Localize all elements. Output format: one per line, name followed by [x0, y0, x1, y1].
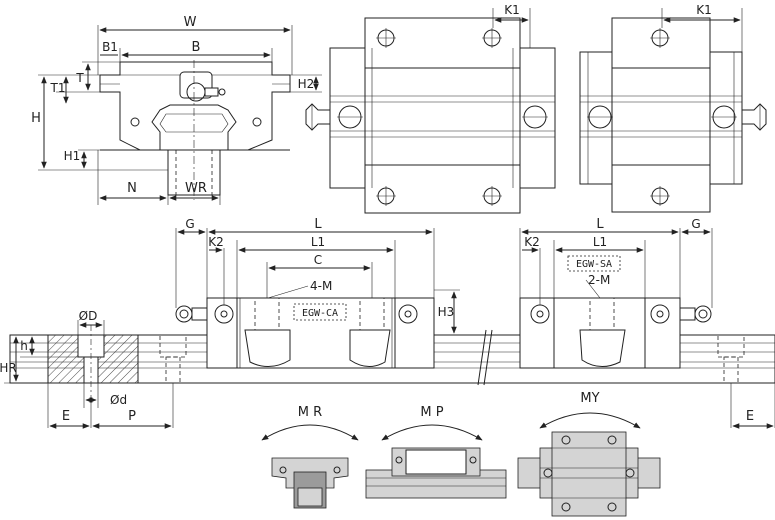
label-T1: T1 — [50, 81, 66, 95]
label-MY: MY — [580, 391, 599, 406]
front-view: W B B1 T — [31, 15, 322, 205]
tag-egw-sa: EGW-SA — [576, 259, 612, 270]
label-L-right: L — [596, 217, 604, 232]
top-view-sa: K1 — [579, 3, 767, 213]
label-H2: H2 — [298, 77, 315, 91]
label-2M: 2-M — [588, 273, 610, 287]
label-h: h — [20, 339, 28, 353]
moment-my: MY — [517, 391, 661, 517]
label-G-left: G — [185, 217, 194, 231]
label-W: W — [184, 15, 197, 30]
label-L1-right: L1 — [593, 235, 607, 249]
label-C: C — [314, 253, 322, 267]
label-MR: M R — [298, 405, 322, 420]
label-MP: M P — [420, 405, 443, 420]
label-K1-sa: K1 — [696, 3, 712, 17]
label-E-right: E — [746, 409, 754, 424]
label-T: T — [75, 71, 84, 85]
label-L-left: L — [314, 217, 322, 232]
label-L1-left: L1 — [311, 235, 325, 249]
label-4M: 4-M — [310, 279, 332, 293]
label-H1: H1 — [64, 149, 81, 163]
moment-mp: M P — [365, 405, 507, 499]
label-H3: H3 — [438, 305, 455, 319]
label-B: B — [192, 40, 201, 55]
label-K2-left: K2 — [208, 235, 224, 249]
label-K1-ca: K1 — [504, 3, 520, 17]
label-HR: HR — [0, 361, 17, 375]
label-N: N — [127, 181, 137, 196]
label-K2-right: K2 — [524, 235, 540, 249]
top-view-ca: K1 — [305, 3, 556, 214]
label-D: ØD — [79, 309, 98, 323]
label-B1: B1 — [102, 40, 118, 54]
rail-side-view: ØD Ød h HR E P E — [0, 217, 775, 429]
moment-mr: M R — [261, 405, 359, 509]
label-d: Ød — [110, 393, 127, 407]
label-E-left: E — [62, 409, 70, 424]
label-G-right: G — [691, 217, 700, 231]
label-P: P — [128, 409, 136, 424]
tag-egw-ca: EGW-CA — [302, 308, 338, 319]
label-H: H — [31, 111, 41, 126]
label-WR: WR — [185, 181, 207, 196]
